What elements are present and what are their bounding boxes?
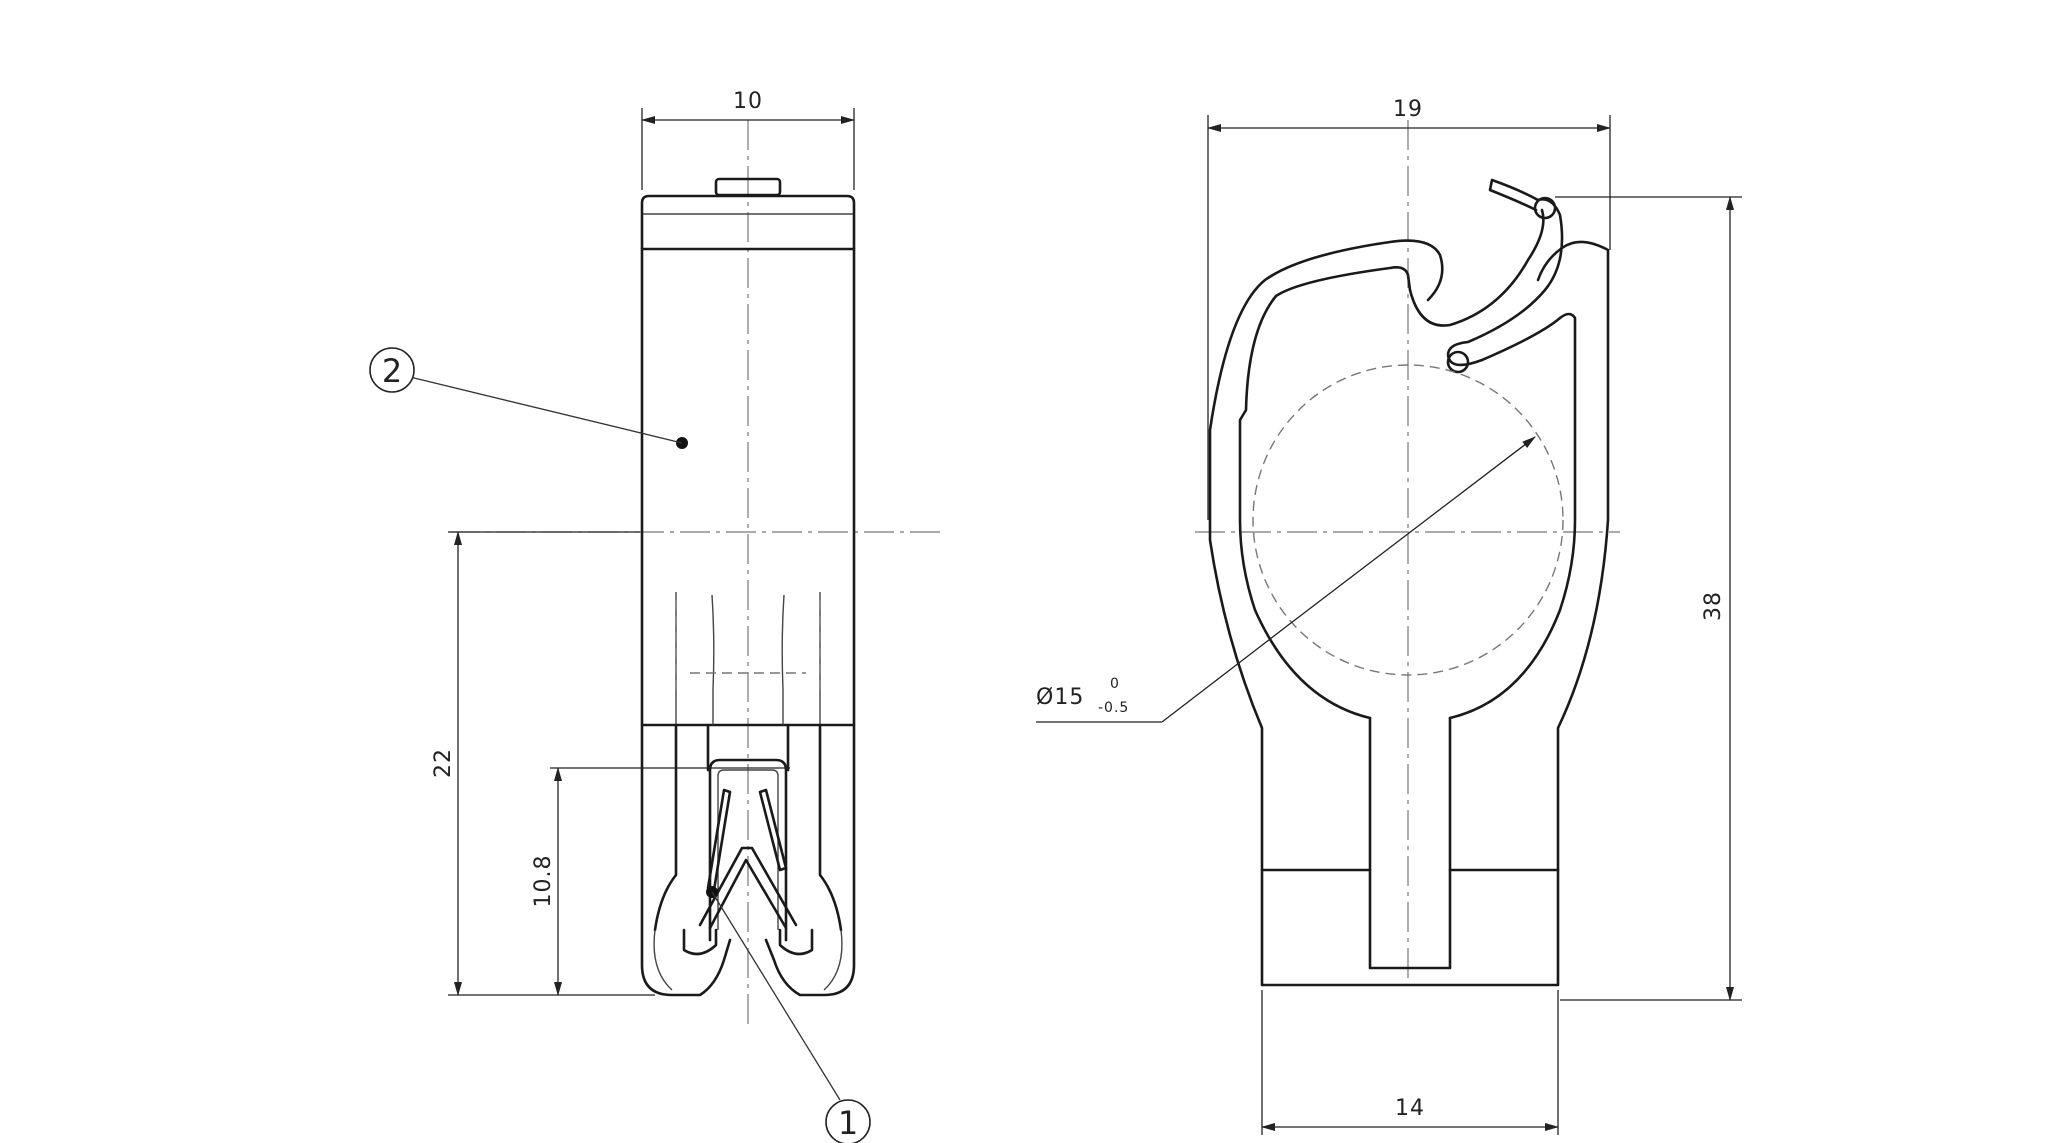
dim-diameter-tol-lower: -0.5	[1098, 700, 1129, 716]
front-view-hook-tip-round	[1533, 196, 1557, 220]
dim-diameter-line	[1286, 436, 1536, 627]
dim-22-label: 22	[431, 748, 456, 778]
front-view-hook-arm	[1408, 198, 1564, 367]
side-view-right-leg	[786, 723, 843, 932]
side-view-foot-outline	[653, 929, 843, 991]
side-view-dimensions: 10 22 10.8	[431, 89, 855, 996]
dim-10-8-label: 10.8	[531, 855, 556, 908]
side-view-lower-tab-right	[778, 928, 814, 956]
front-view	[1195, 120, 1620, 987]
dim-14-label: 14	[1395, 1096, 1425, 1121]
dim-38-label: 38	[1701, 591, 1726, 621]
front-view-pipe-circle	[1252, 364, 1564, 676]
dim-diameter-leader	[1161, 625, 1288, 723]
side-view-top-band	[640, 194, 856, 251]
dim-10-label: 10	[733, 89, 763, 114]
front-view-inner-body	[1238, 266, 1412, 720]
front-view-inner-tip-round	[1446, 350, 1470, 374]
side-view-spring-v	[698, 846, 798, 930]
balloon-2-leader	[409, 376, 683, 444]
front-view-stem	[1368, 716, 1452, 970]
front-view-outer-body	[1208, 239, 1610, 987]
front-view-dimensions: 19 38 14 Ø15 0 -0.5	[1036, 97, 1742, 1135]
side-view-spring-right	[758, 788, 788, 872]
balloon-2-label: 2	[382, 352, 402, 390]
balloon-1-label: 1	[838, 1104, 858, 1142]
side-view-lower-tab-left	[682, 928, 718, 956]
side-view-inner-clip	[708, 758, 788, 942]
side-view-inner-slot-right	[781, 592, 821, 725]
balloon-1-leader	[711, 891, 841, 1101]
dim-19-label: 19	[1393, 97, 1423, 122]
side-view-body-outline	[640, 247, 856, 997]
side-view-inner-slot-left	[675, 592, 715, 725]
side-view-hidden-lines	[675, 600, 821, 690]
balloon-2-circle	[369, 347, 415, 393]
dim-diameter-label: Ø15	[1036, 685, 1084, 710]
front-view-hook-tip	[1488, 178, 1540, 212]
balloon-part-2: 2	[369, 347, 683, 444]
side-view-left-leg	[653, 723, 710, 932]
balloon-part-1: 1	[711, 891, 871, 1143]
side-view-inner-clip-inner	[717, 769, 779, 930]
balloon-1-circle	[825, 1099, 871, 1143]
dim-diameter-tol-upper: 0	[1110, 676, 1120, 692]
front-view-inner-body-right	[1448, 312, 1577, 720]
side-view	[450, 120, 940, 1030]
